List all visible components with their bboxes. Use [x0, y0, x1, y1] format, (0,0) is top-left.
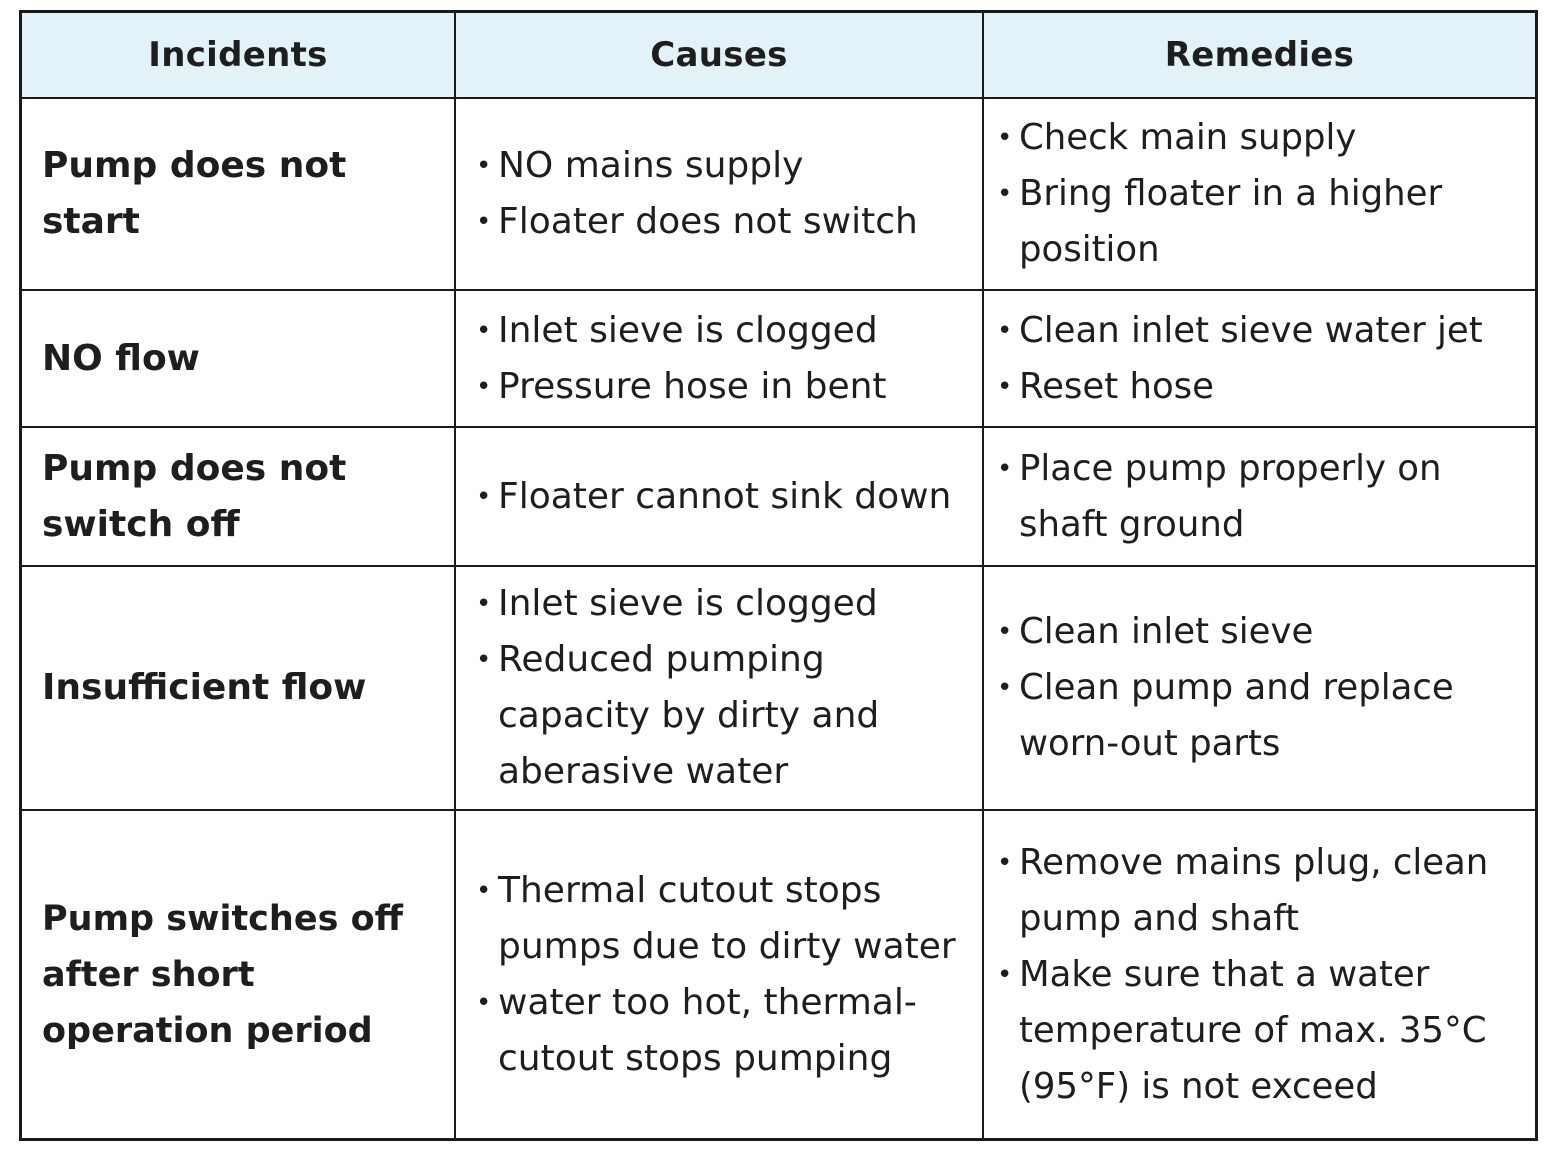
remedies-list: Remove mains plug, clean pump and shaft … — [997, 835, 1527, 1115]
table-row: Pump switches off after short operation … — [22, 809, 1535, 1138]
causes-list: Thermal cutout stops pumps due to dirty … — [476, 863, 974, 1087]
troubleshooting-table: Incidents Causes Remedies Pump does not … — [19, 10, 1538, 1141]
cause-item: NO mains supply — [476, 138, 974, 194]
cause-item: water too hot, thermal-cutout stops pump… — [476, 975, 974, 1087]
remedy-item: Reset hose — [997, 359, 1527, 415]
incident-text: Pump does not start — [42, 145, 347, 242]
incident-cell: Insufficient flow — [22, 567, 454, 809]
remedies-list: Place pump properly on shaft ground — [997, 441, 1527, 553]
causes-cell: NO mains supply Floater does not switch — [454, 99, 982, 289]
remedies-cell: Check main supply Bring floater in a hig… — [982, 99, 1535, 289]
incident-text: Pump does not switch off — [42, 447, 347, 545]
incident-cell: NO flow — [22, 291, 454, 426]
header-cell-causes: Causes — [454, 13, 982, 97]
incident-cell: Pump does not start — [22, 99, 454, 289]
cause-item: Inlet sieve is clogged — [476, 303, 974, 359]
remedies-cell: Place pump properly on shaft ground — [982, 428, 1535, 565]
remedies-cell: Clean inlet sieve Clean pump and replace… — [982, 567, 1535, 809]
table-header-row: Incidents Causes Remedies — [22, 13, 1535, 97]
incident-text: Insufficient flow — [42, 667, 367, 708]
remedy-item: Make sure that a water temperature of ma… — [997, 947, 1527, 1115]
incident-text: Pump switches off after short operation … — [42, 898, 403, 1051]
remedies-cell: Remove mains plug, clean pump and shaft … — [982, 811, 1535, 1138]
causes-cell: Thermal cutout stops pumps due to dirty … — [454, 811, 982, 1138]
table-row: Pump does not start NO mains supply Floa… — [22, 97, 1535, 289]
remedy-item: Bring floater in a higher position — [997, 166, 1527, 278]
cause-item: Inlet sieve is clogged — [476, 576, 974, 632]
cause-item: Reduced pumping capacity by dirty and ab… — [476, 632, 974, 800]
remedy-item: Check main supply — [997, 110, 1527, 166]
remedies-list: Check main supply Bring floater in a hig… — [997, 110, 1527, 278]
header-causes: Causes — [650, 35, 788, 75]
causes-cell: Inlet sieve is clogged Reduced pumping c… — [454, 567, 982, 809]
remedies-cell: Clean inlet sieve water jet Reset hose — [982, 291, 1535, 426]
header-remedies: Remedies — [1164, 35, 1355, 75]
header-cell-incidents: Incidents — [22, 13, 454, 97]
cause-item: Floater does not switch — [476, 194, 974, 250]
remedy-item: Remove mains plug, clean pump and shaft — [997, 835, 1527, 947]
header-cell-remedies: Remedies — [982, 13, 1535, 97]
remedy-item: Clean pump and replace worn-out parts — [997, 660, 1527, 772]
incident-text: NO flow — [42, 337, 200, 379]
table-row: Pump does not switch off Floater cannot … — [22, 426, 1535, 565]
causes-list: NO mains supply Floater does not switch — [476, 138, 974, 250]
remedy-item: Place pump properly on shaft ground — [997, 441, 1527, 553]
remedies-list: Clean inlet sieve water jet Reset hose — [997, 303, 1527, 415]
causes-cell: Floater cannot sink down — [454, 428, 982, 565]
incident-cell: Pump does not switch off — [22, 428, 454, 565]
cause-item: Thermal cutout stops pumps due to dirty … — [476, 863, 974, 975]
remedy-item: Clean inlet sieve water jet — [997, 303, 1527, 359]
cause-item: Floater cannot sink down — [476, 469, 974, 525]
table-row: NO flow Inlet sieve is clogged Pressure … — [22, 289, 1535, 426]
cause-item: Pressure hose in bent — [476, 359, 974, 415]
causes-list: Floater cannot sink down — [476, 469, 974, 525]
causes-cell: Inlet sieve is clogged Pressure hose in … — [454, 291, 982, 426]
causes-list: Inlet sieve is clogged Pressure hose in … — [476, 303, 974, 415]
table-row: Insufficient flow Inlet sieve is clogged… — [22, 565, 1535, 809]
remedies-list: Clean inlet sieve Clean pump and replace… — [997, 604, 1527, 772]
remedy-item: Clean inlet sieve — [997, 604, 1527, 660]
header-incidents: Incidents — [148, 35, 328, 75]
incident-cell: Pump switches off after short operation … — [22, 811, 454, 1138]
causes-list: Inlet sieve is clogged Reduced pumping c… — [476, 576, 974, 800]
